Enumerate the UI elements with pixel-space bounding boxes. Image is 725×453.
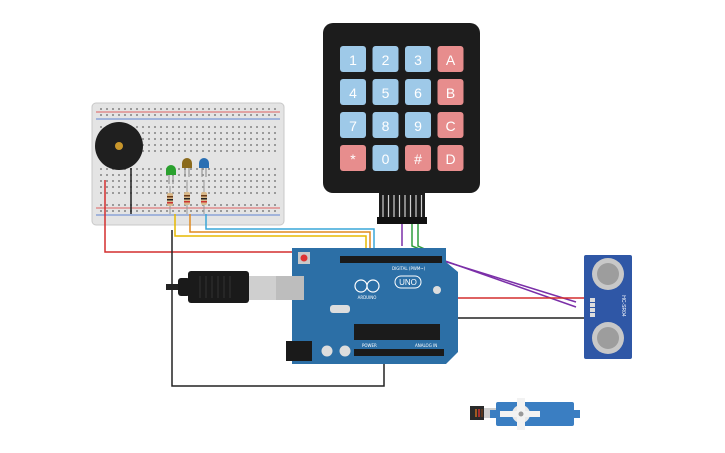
arduino-brand: ARDUINO bbox=[358, 295, 377, 300]
ultrasonic-sensor[interactable]: HC-SR04 bbox=[584, 255, 632, 359]
keypad-key-label: 5 bbox=[382, 85, 390, 101]
keypad-key-D[interactable]: D bbox=[437, 145, 464, 171]
keypad-key-label: 1 bbox=[349, 52, 357, 68]
keypad-key-4[interactable]: 4 bbox=[340, 79, 366, 105]
keypad-key-label: 2 bbox=[382, 52, 390, 68]
usb-cable-plug-tip bbox=[166, 284, 180, 290]
keypad-key-label: 8 bbox=[382, 118, 390, 134]
keypad-key-label: 4 bbox=[349, 85, 357, 101]
arduino-uno[interactable]: ARDUINO UNO DIGITAL (PWM~) ANALOG IN POW… bbox=[166, 248, 458, 364]
keypad-key-7[interactable]: 7 bbox=[340, 112, 366, 138]
keypad-key-5[interactable]: 5 bbox=[372, 79, 399, 105]
keypad-key-label: 3 bbox=[414, 52, 422, 68]
resistor-2[interactable] bbox=[184, 180, 190, 214]
led-blue[interactable] bbox=[199, 158, 209, 177]
reset-button[interactable] bbox=[300, 254, 308, 262]
keypad-key-6[interactable]: 6 bbox=[405, 79, 431, 105]
wire-blue-3 bbox=[205, 214, 375, 258]
keypad-keys: 1 2 3 A 4 5 6 B 7 8 9 C * 0 # D bbox=[340, 46, 464, 171]
piezo-buzzer[interactable] bbox=[95, 122, 143, 214]
keypad-4x4: 1 2 3 A 4 5 6 B 7 8 9 C * 0 # D bbox=[323, 23, 480, 224]
power-jack bbox=[286, 341, 312, 361]
analog-label: ANALOG IN bbox=[415, 343, 437, 348]
keypad-key-label: D bbox=[445, 151, 455, 167]
keypad-key-C[interactable]: C bbox=[437, 112, 464, 138]
resistor-1[interactable] bbox=[167, 186, 173, 214]
servo-motor[interactable] bbox=[470, 398, 580, 430]
keypad-key-label: A bbox=[446, 52, 456, 68]
keypad-key-label: 6 bbox=[414, 85, 422, 101]
keypad-key-3[interactable]: 3 bbox=[405, 46, 431, 72]
arduino-model: UNO bbox=[399, 278, 417, 287]
keypad-key-2[interactable]: 2 bbox=[372, 46, 399, 72]
wire-yellow-1 bbox=[174, 214, 367, 258]
sensor-model: HC-SR04 bbox=[620, 295, 626, 317]
keypad-key-label: 9 bbox=[414, 118, 422, 134]
keypad-key-*[interactable]: * bbox=[340, 145, 366, 171]
atmega-chip bbox=[354, 324, 440, 340]
wire-red-power bbox=[104, 180, 292, 253]
led-green[interactable] bbox=[166, 165, 176, 184]
keypad-key-label: # bbox=[414, 151, 422, 167]
keypad-key-1[interactable]: 1 bbox=[340, 46, 366, 72]
led-brown[interactable] bbox=[182, 158, 192, 177]
wire-orange-2 bbox=[189, 214, 371, 258]
power-analog-header bbox=[354, 349, 444, 356]
keypad-key-9[interactable]: 9 bbox=[405, 112, 431, 138]
digital-header bbox=[340, 256, 442, 263]
resistor-3[interactable] bbox=[201, 180, 207, 214]
keypad-key-0[interactable]: 0 bbox=[372, 145, 399, 171]
keypad-key-B[interactable]: B bbox=[437, 79, 464, 105]
keypad-key-label: C bbox=[445, 118, 455, 134]
keypad-ribbon-pins bbox=[382, 195, 423, 217]
keypad-key-label: 7 bbox=[349, 118, 357, 134]
digital-label: DIGITAL (PWM~) bbox=[392, 266, 426, 271]
keypad-key-8[interactable]: 8 bbox=[372, 112, 399, 138]
keypad-key-A[interactable]: A bbox=[437, 46, 464, 72]
keypad-key-label: 0 bbox=[382, 151, 390, 167]
keypad-key-label: * bbox=[350, 151, 356, 167]
keypad-key-#[interactable]: # bbox=[405, 145, 431, 171]
keypad-key-label: B bbox=[446, 85, 455, 101]
power-label: POWER bbox=[362, 343, 377, 348]
